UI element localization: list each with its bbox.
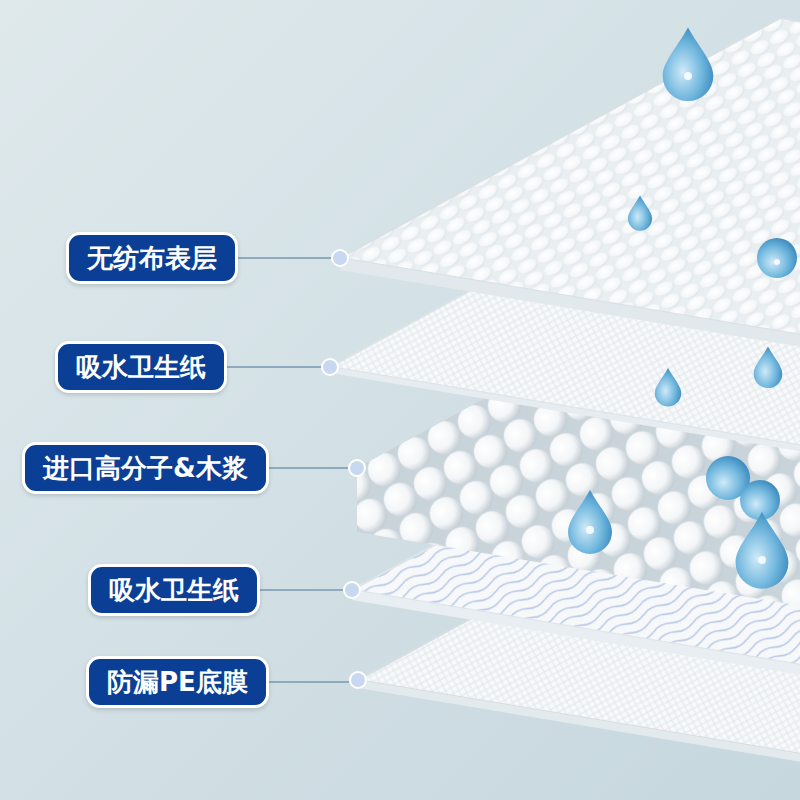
layer-edge	[352, 590, 800, 680]
droplet-highlights	[586, 72, 780, 564]
water-droplets	[568, 28, 797, 589]
nonwoven-top-layer	[340, 18, 800, 338]
layer-edge	[340, 258, 800, 350]
label-pill: 无纺布表层	[66, 232, 238, 284]
layer-label: 进口高分子&木浆	[43, 451, 248, 485]
leader-dots	[322, 250, 366, 688]
label-pill: 吸水卫生纸	[88, 564, 260, 616]
layer-label: 吸水卫生纸	[109, 573, 239, 607]
label-pill: 吸水卫生纸	[55, 341, 227, 393]
wet-ball	[740, 480, 780, 520]
layer-edge	[330, 367, 800, 453]
label-pill: 防漏PE底膜	[86, 656, 269, 708]
layer-label: 防漏PE底膜	[107, 665, 248, 699]
layer-edge	[358, 680, 800, 768]
layer-label: 无纺布表层	[87, 241, 217, 275]
label-pill: 进口高分子&木浆	[22, 442, 269, 494]
layer-label: 吸水卫生纸	[76, 350, 206, 384]
